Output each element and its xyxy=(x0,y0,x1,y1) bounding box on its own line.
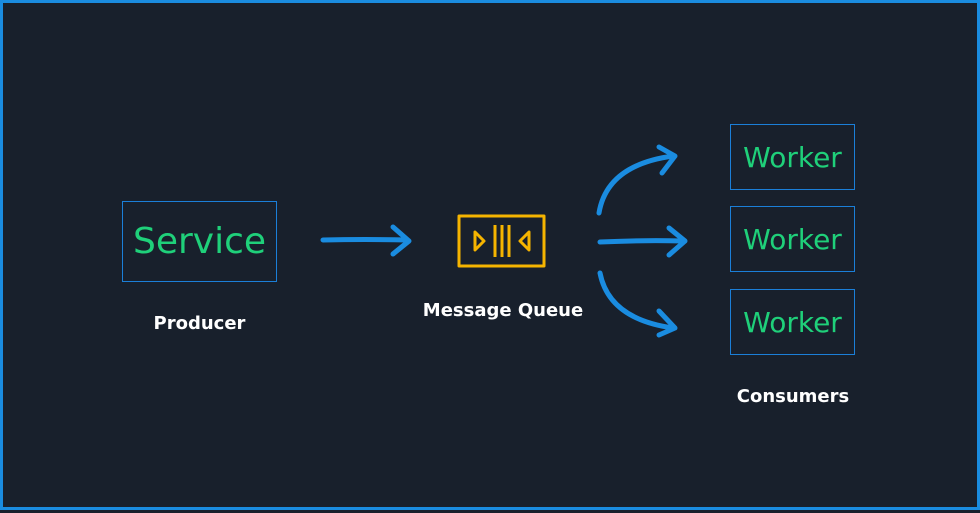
worker-box-3: Worker xyxy=(730,289,855,355)
worker-label: Worker xyxy=(743,140,842,174)
queue-to-worker-2-arrow xyxy=(597,225,688,258)
service-label: Service xyxy=(132,221,267,262)
consumers-caption: Consumers xyxy=(736,386,850,407)
message-queue-caption: Message Queue xyxy=(422,300,584,321)
queue-to-worker-3-arrow xyxy=(597,270,678,338)
producer-to-queue-arrow xyxy=(320,224,412,257)
worker-box-1: Worker xyxy=(730,124,855,190)
producer-caption: Producer xyxy=(153,313,246,334)
message-queue-icon xyxy=(457,214,546,268)
queue-to-worker-1-arrow xyxy=(596,144,678,216)
worker-label: Worker xyxy=(743,305,842,339)
flow-arrows xyxy=(320,144,688,338)
worker-label: Worker xyxy=(743,222,842,256)
worker-box-2: Worker xyxy=(730,206,855,272)
service-box: Service xyxy=(122,201,277,282)
